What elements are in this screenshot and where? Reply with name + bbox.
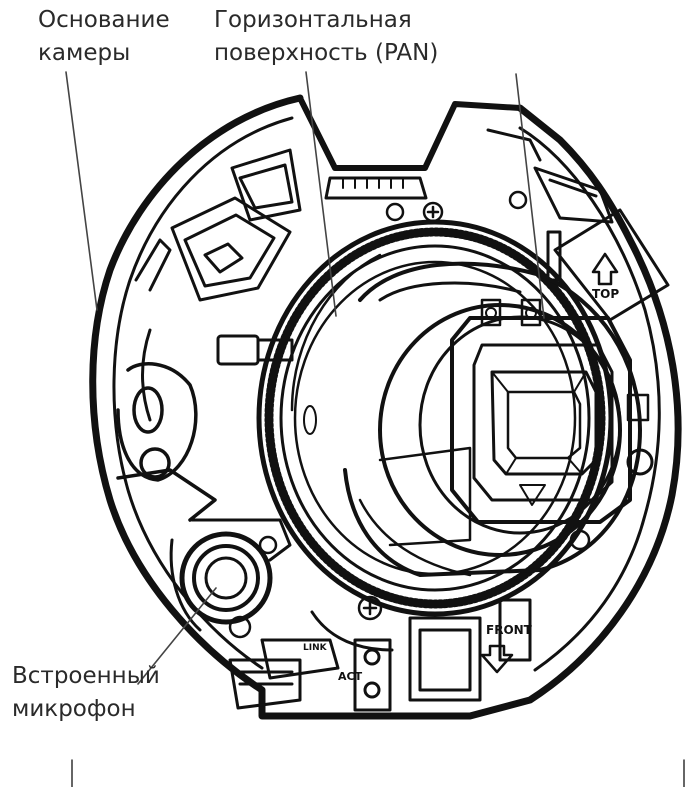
pan-surface-label: Горизонтальная поверхность (PAN) [214,4,438,70]
connector-panel [228,598,532,712]
camera-base-label-line-2: камеры [38,40,131,66]
leader-camera-base [65,71,98,311]
upper-left-bracket [141,148,302,422]
pan-surface-label-line-1: Горизонтальная [214,7,412,33]
microphone-unit [169,518,292,639]
act-marking-text: ACT [338,670,363,683]
upper-right-parts [486,128,670,322]
front-marking-text: FRONT [486,623,533,637]
top-marking-text: TOP [592,287,619,301]
lens-unit [343,261,654,577]
front-marking: FRONT [480,623,533,674]
microphone-label-line-1: Встроенный [12,663,160,689]
leader-pan-surface [305,71,337,317]
leader-lens-unit [515,73,545,319]
leader-microphone [137,587,217,685]
mount-slot [116,362,217,522]
screws [357,190,591,621]
camera-base-label-line-1: Основание [38,7,170,33]
microphone-label: Встроенный микрофон [12,660,160,726]
pan-surface-label-line-2: поверхность (PAN) [214,40,439,66]
link-marking-text: LINK [303,643,328,653]
leader-lines [65,71,545,685]
camera-base-label: Основание камеры [38,4,170,70]
top-marking: TOP [591,252,619,301]
microphone-label-line-2: микрофон [12,696,136,722]
bottom-bracket [71,759,685,788]
camera-base-housing [89,94,682,720]
